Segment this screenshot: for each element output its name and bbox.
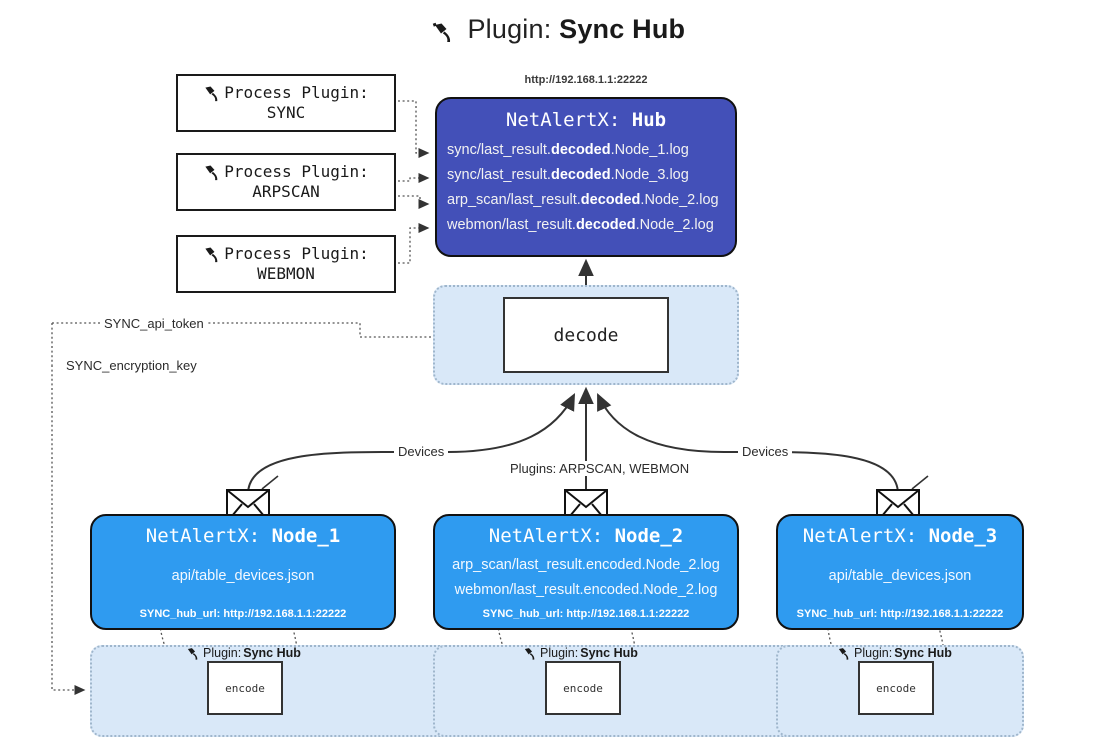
process-plugin-name: WEBMON bbox=[257, 264, 315, 283]
devices-label-left: Devices bbox=[394, 444, 449, 459]
hub-log-line: sync/last_result.decoded.Node_1.log bbox=[447, 142, 689, 158]
node-1[interactable]: NetAlertX: Node_1 api/table_devices.json… bbox=[90, 514, 396, 630]
node-3[interactable]: NetAlertX: Node_3 api/table_devices.json… bbox=[776, 514, 1024, 630]
sync-encryption-key-label: SYNC_encryption_key bbox=[62, 358, 201, 373]
process-plugin-sync[interactable]: Process Plugin: SYNC bbox=[176, 74, 396, 132]
plug-icon bbox=[203, 244, 222, 264]
node-title: NetAlertX: Node_1 bbox=[145, 525, 341, 547]
plug-icon bbox=[203, 83, 222, 103]
hub-title: NetAlertX: Hub bbox=[437, 109, 735, 131]
hub-url-label: http://192.168.1.1:22222 bbox=[524, 74, 648, 86]
node-2-sync-hub-container bbox=[433, 645, 833, 737]
node-2[interactable]: NetAlertX: Node_2 arp_scan/last_result.e… bbox=[433, 514, 739, 630]
page-title-prefix: Plugin: bbox=[467, 14, 560, 44]
process-plugin-label: Process Plugin: bbox=[224, 244, 369, 263]
hub-title-prefix: NetAlertX: bbox=[505, 109, 632, 131]
plug-icon bbox=[432, 16, 464, 46]
devices-label-right: Devices bbox=[738, 444, 793, 459]
node-1-sync-hub-container bbox=[90, 645, 490, 737]
process-plugin-arpscan[interactable]: Process Plugin: ARPSCAN bbox=[176, 153, 396, 211]
node-2-plugin-label: Plugin: Sync Hub bbox=[523, 646, 638, 661]
node-3-plugin-label: Plugin: Sync Hub bbox=[837, 646, 952, 661]
plug-icon bbox=[203, 162, 222, 182]
node-2-encode-box[interactable]: encode bbox=[545, 661, 621, 715]
node-title: NetAlertX: Node_3 bbox=[802, 525, 998, 547]
node-hub-url: SYNC_hub_url: http://192.168.1.1:22222 bbox=[139, 608, 347, 620]
process-plugin-name: ARPSCAN bbox=[252, 182, 320, 201]
node-3-encode-box[interactable]: encode bbox=[858, 661, 934, 715]
plugins-label-center: Plugins: ARPSCAN, WEBMON bbox=[506, 461, 694, 476]
process-plugin-name: SYNC bbox=[266, 103, 306, 122]
node-log-line: webmon/last_result.encoded.Node_2.log bbox=[454, 582, 718, 599]
hub-log-line: arp_scan/last_result.decoded.Node_2.log bbox=[447, 191, 719, 208]
node-hub-url: SYNC_hub_url: http://192.168.1.1:22222 bbox=[796, 608, 1004, 620]
hub-log-line: sync/last_result.decoded.Node_3.log bbox=[447, 166, 689, 183]
page-title-name: Sync Hub bbox=[559, 14, 686, 44]
process-plugin-label: Process Plugin: bbox=[224, 83, 369, 102]
hub-node[interactable]: NetAlertX: Hub sync/last_result.decoded.… bbox=[435, 97, 737, 257]
node-log-line: api/table_devices.json bbox=[828, 568, 972, 584]
hub-title-name: Hub bbox=[631, 109, 667, 131]
sync-api-token-label: SYNC_api_token bbox=[100, 316, 208, 331]
hub-log-line: webmon/last_result.decoded.Node_2.log bbox=[447, 216, 714, 233]
process-plugin-webmon[interactable]: Process Plugin: WEBMON bbox=[176, 235, 396, 293]
node-1-encode-box[interactable]: encode bbox=[207, 661, 283, 715]
node-log-line: arp_scan/last_result.encoded.Node_2.log bbox=[452, 557, 720, 573]
process-plugin-label: Process Plugin: bbox=[224, 162, 369, 181]
decode-box[interactable]: decode bbox=[503, 297, 669, 373]
node-1-plugin-label: Plugin: Sync Hub bbox=[186, 646, 301, 661]
plug-icon bbox=[523, 646, 538, 661]
node-hub-url: SYNC_hub_url: http://192.168.1.1:22222 bbox=[482, 608, 690, 620]
node-log-line: api/table_devices.json bbox=[171, 568, 315, 584]
plug-icon bbox=[837, 646, 852, 661]
page-title: Plugin: Sync Hub bbox=[0, 14, 1117, 47]
plug-icon bbox=[186, 646, 201, 661]
node-title: NetAlertX: Node_2 bbox=[488, 525, 684, 547]
